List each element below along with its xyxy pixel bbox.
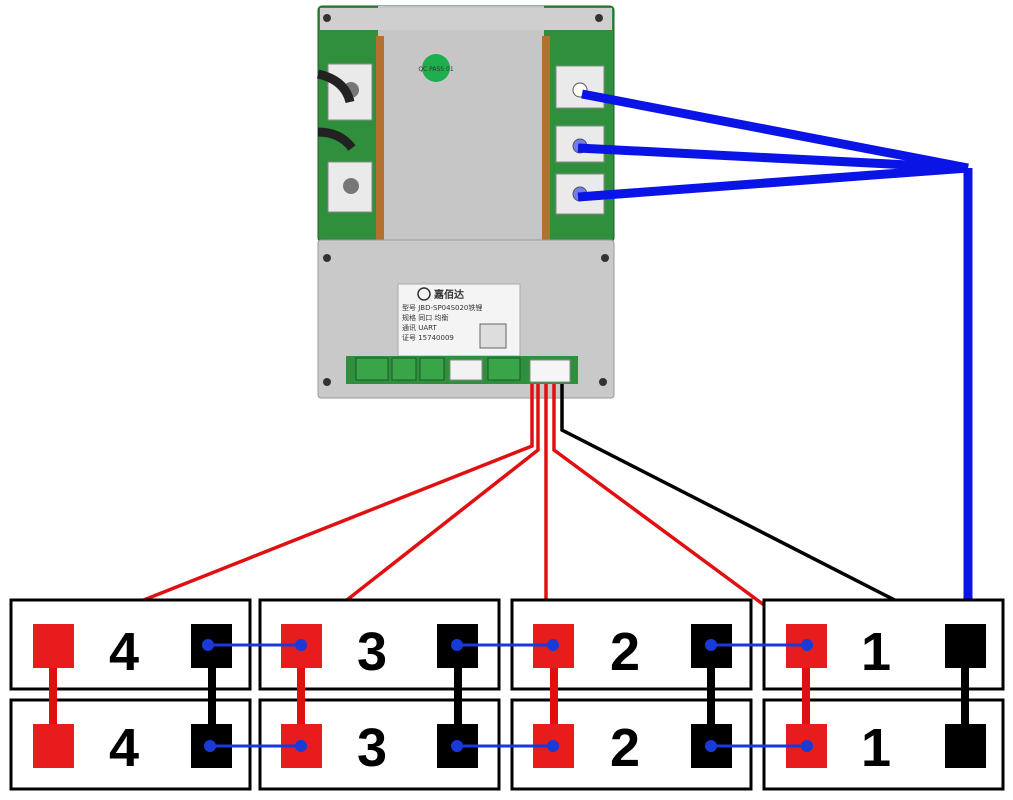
mount-hole	[601, 254, 609, 262]
cell-number-top-4: 4	[109, 622, 139, 682]
qc-sticker-text: QC PASS 01	[418, 66, 454, 73]
main-negative-wires	[577, 89, 973, 636]
heatsink-top	[378, 6, 544, 242]
cert-line: 证号 15740009	[402, 334, 454, 342]
qr-code	[479, 323, 507, 349]
cell-number-bottom-1: 1	[861, 718, 891, 778]
connector	[487, 357, 521, 381]
blue-wire-2	[577, 143, 969, 173]
link-dot	[295, 740, 307, 752]
cell-number-bottom-3: 3	[357, 718, 387, 778]
cell-number-bottom-4: 4	[109, 718, 139, 778]
model-line: 型号 JBD-SP04S020铁锂	[402, 303, 482, 312]
balance-connector	[529, 359, 571, 383]
balance-wire-b4	[52, 384, 534, 638]
spec-line: 规格 同口 均衡	[402, 313, 448, 322]
cell-numbers: 4 3 2 1 4 3 2 1	[109, 622, 891, 778]
balance-leads	[52, 384, 966, 638]
terminal-neg	[945, 724, 986, 768]
terminal-neg	[945, 624, 986, 668]
cell-number-bottom-2: 2	[610, 718, 640, 778]
mount-hole	[323, 378, 331, 386]
comm-line: 通讯 UART	[402, 323, 437, 332]
mount-hole	[323, 254, 331, 262]
balance-wire-b3	[299, 384, 540, 638]
cell-number-top-1: 1	[861, 622, 891, 682]
link-dot	[705, 639, 717, 651]
series-links	[208, 643, 807, 748]
product-label: 嘉佰达 型号 JBD-SP04S020铁锂 规格 同口 均衡 通讯 UART 证…	[397, 283, 521, 357]
mount-hole	[595, 14, 603, 22]
link-dot	[295, 639, 307, 651]
series-link-dots	[202, 639, 813, 752]
terminal-screw	[343, 178, 359, 194]
link-dot	[204, 740, 216, 752]
brand-name: 嘉佰达	[433, 288, 464, 301]
mount-hole	[323, 14, 331, 22]
link-dot	[547, 740, 559, 752]
blue-wire-1	[581, 89, 969, 173]
link-dot	[451, 740, 463, 752]
connector	[355, 357, 389, 381]
bms-board: QC PASS 01 嘉佰达 型号 JBD-SP04S020铁锂 规格 同口 均…	[316, 5, 615, 399]
blue-wire-3	[577, 163, 969, 202]
connector	[419, 357, 445, 381]
parallel-links	[49, 660, 969, 730]
copper-strip-right	[542, 36, 550, 240]
link-dot	[202, 639, 214, 651]
link-dot	[451, 639, 463, 651]
cell-boxes	[9, 598, 1005, 791]
terminal-pos	[33, 724, 74, 768]
cell-number-top-3: 3	[357, 622, 387, 682]
power-cable-left-1	[316, 69, 355, 104]
qc-sticker	[422, 54, 450, 82]
balance-wire-b1	[552, 384, 808, 638]
link-dot	[547, 639, 559, 651]
balance-wire-b0	[560, 384, 966, 638]
terminal-pos	[33, 624, 74, 668]
cell-number-top-2: 2	[610, 622, 640, 682]
link-dot	[801, 740, 813, 752]
link-dot	[705, 740, 717, 752]
connector	[391, 357, 417, 381]
connector-white	[449, 359, 483, 381]
brand-logo-icon	[417, 287, 431, 301]
copper-strip-left	[376, 36, 384, 240]
power-cable-left-2	[317, 127, 356, 151]
mount-hole	[599, 378, 607, 386]
heatsink-top-border	[320, 8, 612, 30]
link-dot	[801, 639, 813, 651]
